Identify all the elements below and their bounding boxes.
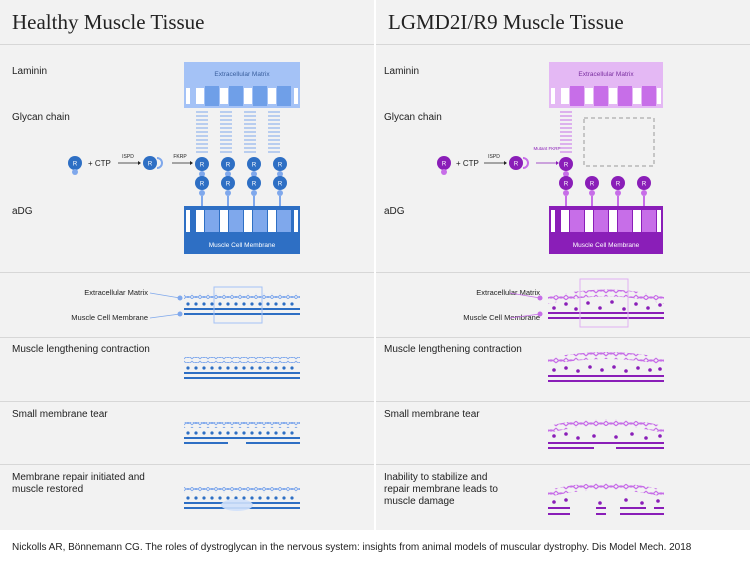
glycan-chains bbox=[196, 111, 281, 153]
svg-text:R: R bbox=[226, 182, 231, 188]
divider-line bbox=[0, 337, 374, 338]
divider-line bbox=[0, 401, 374, 402]
svg-text:R: R bbox=[514, 162, 519, 168]
divider-line bbox=[0, 272, 374, 273]
stage-label-2: Small membrane tear bbox=[12, 409, 108, 420]
divider-line bbox=[376, 401, 750, 402]
membrane-box-label: Muscle Cell Membrane bbox=[209, 242, 276, 249]
svg-text:R: R bbox=[590, 182, 595, 188]
zoom-box bbox=[213, 286, 263, 324]
tissue-strip-2 bbox=[184, 357, 300, 379]
tissue-strip-2 bbox=[548, 352, 664, 382]
glycan-chain-label: Glycan chain bbox=[12, 112, 70, 123]
ispd-label: ISPD bbox=[122, 154, 134, 160]
svg-text:R: R bbox=[278, 163, 283, 169]
divider-line bbox=[376, 337, 750, 338]
ecm-annotation: Extracellular Matrix bbox=[84, 288, 148, 297]
r-molecule bbox=[509, 156, 523, 170]
divider-line bbox=[376, 464, 750, 465]
ecm-annotation: Extracellular Matrix bbox=[476, 288, 540, 297]
svg-text:R: R bbox=[642, 182, 647, 188]
laminin-label: Laminin bbox=[384, 66, 420, 77]
tissue-strip-1 bbox=[548, 278, 664, 328]
r-column-glycosylated bbox=[559, 157, 573, 206]
tissue-strip-1 bbox=[184, 286, 300, 324]
ctp-label: + CTP bbox=[88, 159, 111, 168]
divider-line bbox=[0, 464, 374, 465]
r-molecule bbox=[437, 156, 451, 170]
svg-text:R: R bbox=[616, 182, 621, 188]
ecm-box bbox=[549, 62, 663, 82]
membrane-box bbox=[549, 234, 663, 254]
stage-label-1: Muscle lengthening contraction bbox=[12, 344, 150, 355]
divider-line bbox=[0, 44, 374, 45]
ecm-box-label: Extracellular Matrix bbox=[578, 71, 634, 78]
tissue-strip-4 bbox=[184, 487, 300, 511]
r-molecule bbox=[68, 156, 82, 170]
membrane-annotation: Muscle Cell Membrane bbox=[463, 313, 540, 322]
membrane-annotation: Muscle Cell Membrane bbox=[71, 313, 148, 322]
divider-line bbox=[376, 44, 750, 45]
divider-line bbox=[376, 272, 750, 273]
glycan-chain-label: Glycan chain bbox=[384, 112, 442, 123]
stage-label-2: Small membrane tear bbox=[384, 409, 480, 420]
stage-label-1: Muscle lengthening contraction bbox=[384, 344, 522, 355]
fkrp-label: FKRP bbox=[173, 154, 187, 160]
citation-footer: Nickolls AR, Bönnemann CG. The roles of … bbox=[12, 542, 692, 553]
svg-text:R: R bbox=[564, 182, 569, 188]
disease-diagram: Extracellular Matrix R + CTP ISPD R Muta… bbox=[437, 62, 664, 515]
svg-text:R: R bbox=[252, 163, 257, 169]
zoom-box bbox=[579, 278, 629, 328]
membrane-box-label: Muscle Cell Membrane bbox=[573, 242, 640, 249]
tissue-strip-3 bbox=[548, 419, 664, 449]
disease-title: LGMD2I/R9 Muscle Tissue bbox=[388, 10, 624, 34]
panel-divider bbox=[374, 0, 376, 530]
laminin-label: Laminin bbox=[12, 66, 48, 77]
svg-text:R: R bbox=[442, 162, 447, 168]
mutant-fkrp-label: Mutant FKRP bbox=[533, 146, 561, 151]
adg-label: aDG bbox=[384, 206, 405, 217]
ecm-box bbox=[184, 62, 300, 82]
r-columns-unglycosylated bbox=[585, 175, 652, 207]
r-molecule bbox=[143, 156, 157, 170]
svg-text:R: R bbox=[200, 163, 205, 169]
stage-label-3: Membrane repair initiated and muscle res… bbox=[12, 472, 145, 495]
repair-glow bbox=[221, 499, 253, 511]
stage-label-3: Inability to stabilize and repair membra… bbox=[384, 472, 498, 507]
tissue-strip-3 bbox=[184, 422, 300, 444]
tissue-strip-4 bbox=[548, 483, 664, 515]
svg-text:R: R bbox=[252, 182, 257, 188]
ctp-label: + CTP bbox=[456, 159, 479, 168]
healthy-diagram: Extracellular Matrix R + CTP ISPD R FKRP bbox=[68, 62, 300, 511]
membrane-box bbox=[184, 234, 300, 254]
svg-text:R: R bbox=[564, 163, 569, 169]
glycan-chain bbox=[560, 111, 572, 153]
ispd-label: ISPD bbox=[488, 154, 500, 160]
svg-text:R: R bbox=[278, 182, 283, 188]
ecm-box-label: Extracellular Matrix bbox=[214, 71, 270, 78]
disease-panel: LGMD2I/R9 Muscle Tissue Laminin Glycan c… bbox=[376, 0, 750, 530]
adg-label: aDG bbox=[12, 206, 33, 217]
svg-text:R: R bbox=[226, 163, 231, 169]
r-columns bbox=[195, 156, 288, 207]
healthy-title: Healthy Muscle Tissue bbox=[12, 10, 205, 34]
svg-text:R: R bbox=[200, 182, 205, 188]
missing-glycan-box bbox=[583, 117, 655, 167]
svg-text:R: R bbox=[73, 162, 78, 168]
svg-text:R: R bbox=[148, 162, 153, 168]
healthy-panel: Healthy Muscle Tissue Laminin Glycan cha… bbox=[0, 0, 374, 530]
